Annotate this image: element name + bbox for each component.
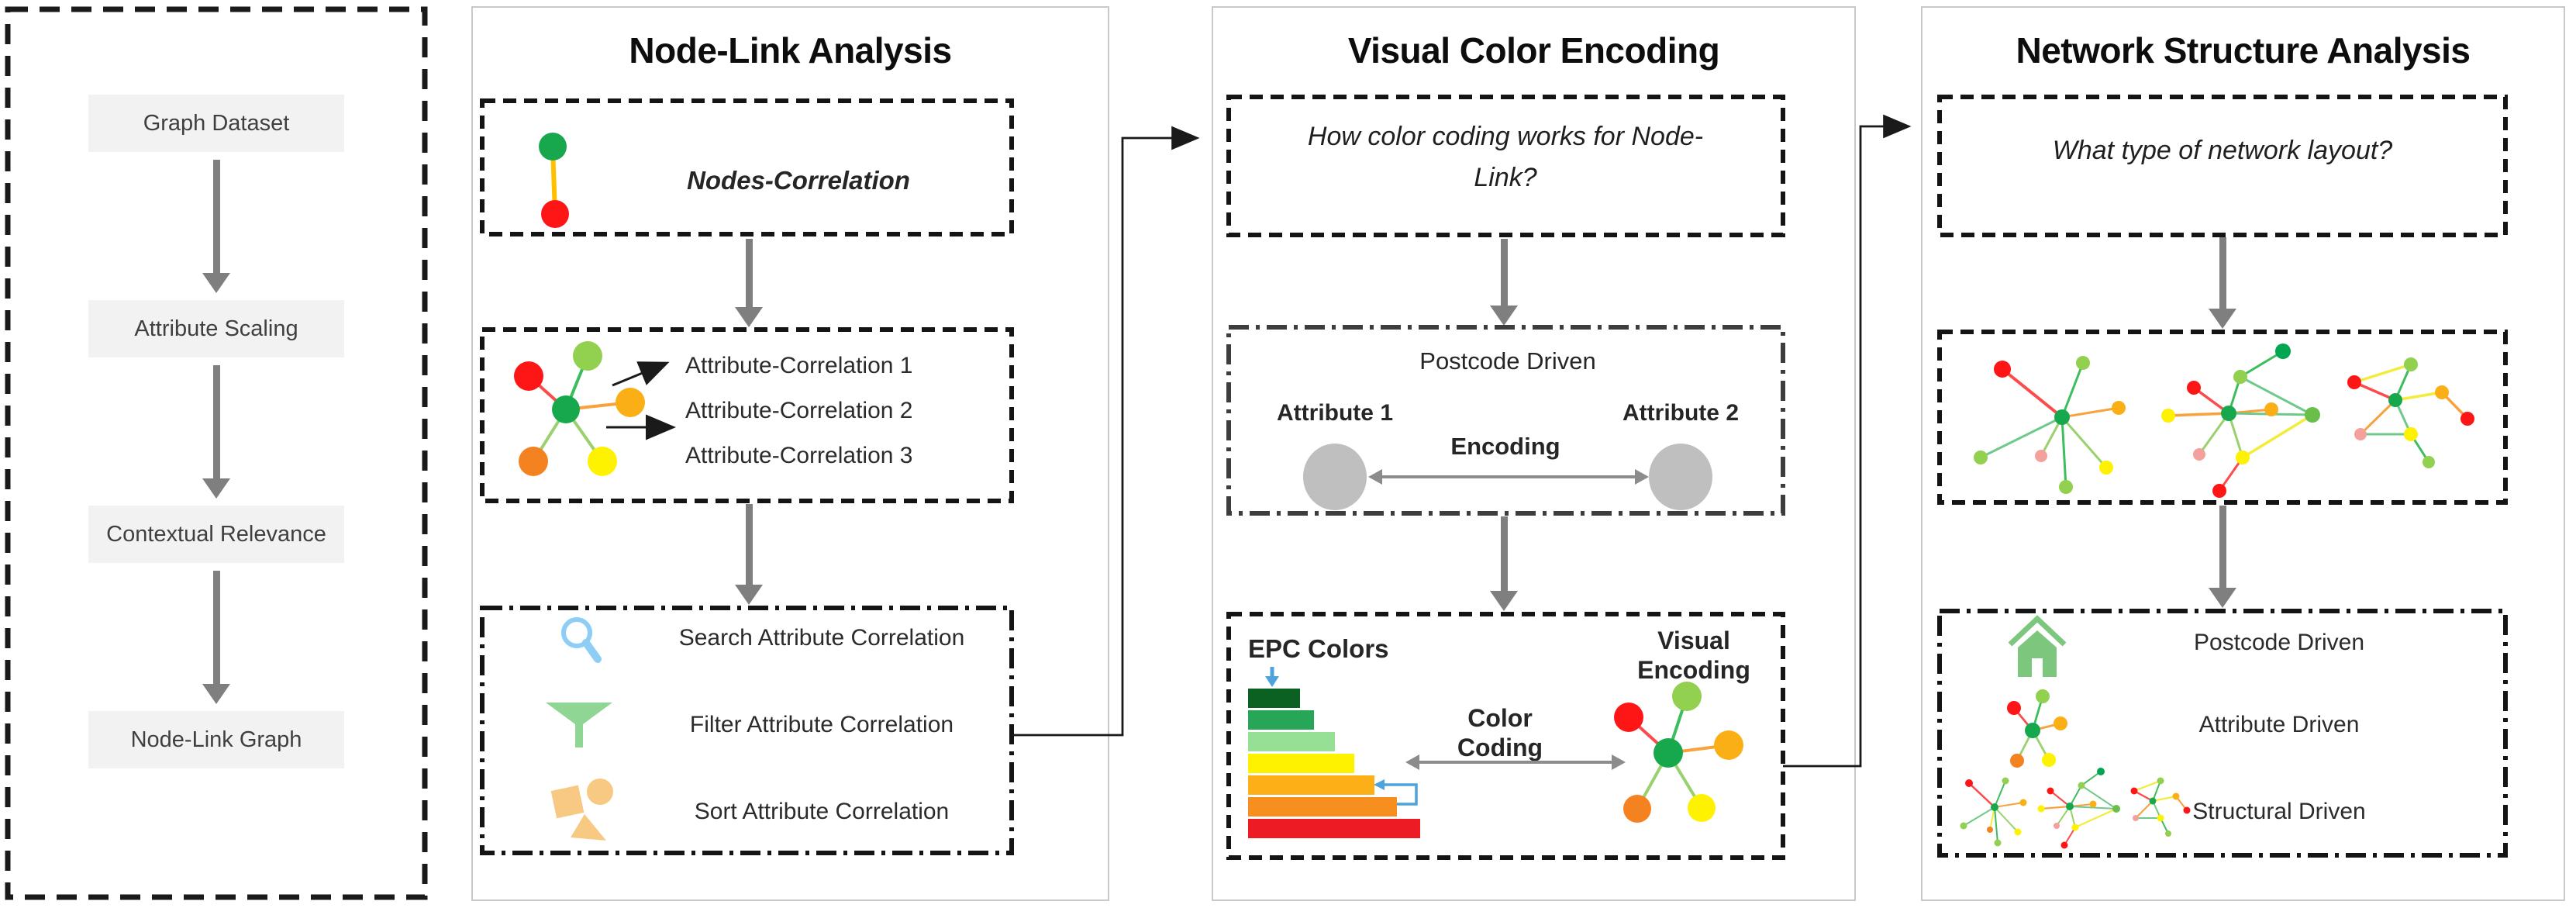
attribute-2-label: Attribute 2 [1623, 400, 1739, 426]
house-icon [2008, 615, 2067, 677]
blue-loop-arrow-icon [1374, 779, 1418, 806]
filter-icon [546, 703, 612, 747]
sort-attribute-correlation-label: Sort Attribute Correlation [694, 799, 950, 824]
visual-encoding-network-graphic [1614, 682, 1743, 823]
down-arrow-icon [202, 571, 230, 704]
postcode-driven-heading: Postcode Driven [1419, 347, 1596, 375]
center-green-node [1654, 738, 1683, 768]
yellow-node [1688, 794, 1716, 822]
orange-node [1623, 795, 1651, 823]
step-label: Node-Link Graph [130, 727, 302, 752]
epc-bar [1248, 732, 1335, 751]
attribute-1-label: Attribute 1 [1277, 400, 1393, 426]
amber-node [616, 388, 645, 417]
yellow-node [588, 447, 617, 476]
color-coding-question: How color coding works for Node-Link? [1307, 122, 1704, 192]
red-node [1614, 703, 1643, 732]
epc-bar [1248, 754, 1354, 773]
panel-title: Network Structure Analysis [2016, 30, 2471, 71]
step-label: Graph Dataset [143, 110, 290, 136]
panel-title: Node-Link Analysis [629, 30, 952, 71]
center-green-node [552, 395, 580, 423]
red-node [541, 200, 569, 228]
epc-colors-heading: EPC Colors [1248, 634, 1389, 663]
down-arrow-icon [2209, 506, 2236, 608]
nodes-correlation-label: Nodes-Correlation [687, 166, 910, 195]
orange-node [519, 447, 548, 476]
step-label: Contextual Relevance [106, 521, 326, 547]
epc-bar-chart [1248, 689, 1420, 841]
red-node [514, 361, 543, 391]
search-attribute-correlation-label: Search Attribute Correlation [678, 625, 965, 651]
step-attribute-scaling: Attribute Scaling [88, 300, 344, 357]
attribute-correlation-2: Attribute-Correlation 2 [685, 398, 913, 423]
down-arrow-icon [202, 365, 230, 499]
down-arrow-icon [735, 504, 763, 605]
structural-driven-networks-graphic [1960, 768, 2191, 849]
attribute-driven-network-graphic [2007, 689, 2067, 768]
search-icon [561, 617, 602, 663]
down-arrow-icon [1490, 516, 1518, 611]
down-arrow-icon [1490, 239, 1518, 326]
star-network-graphic [514, 341, 645, 476]
down-arrow-icon [735, 239, 763, 327]
light-green-node [1672, 682, 1702, 711]
pipeline-panel: Graph Dataset Attribute Scaling Contextu… [5, 6, 428, 900]
network-layouts-graphic [1974, 344, 2474, 498]
filter-attribute-correlation-label: Filter Attribute Correlation [689, 712, 954, 737]
attribute-1-ellipse [1303, 444, 1367, 510]
color-coding-label-line2: Coding [1457, 734, 1543, 761]
down-arrow-icon [2209, 237, 2236, 329]
epc-bar [1248, 689, 1300, 708]
blue-down-arrow-icon [1265, 667, 1279, 687]
visual-encoding-label-line2: Encoding [1637, 656, 1750, 684]
postcode-driven-item: Postcode Driven [2193, 630, 2365, 655]
green-node [539, 133, 567, 161]
network-layout-question: What type of network layout? [2052, 136, 2393, 165]
step-node-link-graph: Node-Link Graph [88, 711, 344, 768]
step-label: Attribute Scaling [134, 316, 298, 341]
light-green-node [573, 341, 602, 371]
node-pair-graphic [539, 133, 569, 228]
epc-bar [1248, 797, 1397, 817]
attribute-correlation-1: Attribute-Correlation 1 [685, 353, 913, 378]
amber-node [1714, 730, 1743, 760]
step-contextual-relevance: Contextual Relevance [88, 506, 344, 563]
attribute-correlation-3: Attribute-Correlation 3 [685, 443, 913, 468]
epc-bar [1248, 819, 1420, 838]
attribute-2-ellipse [1649, 444, 1712, 510]
color-coding-double-arrow-icon [1405, 754, 1626, 770]
structural-driven-item: Structural Driven [2192, 799, 2366, 824]
attribute-driven-item: Attribute Driven [2198, 712, 2360, 737]
step-graph-dataset: Graph Dataset [88, 95, 344, 152]
color-coding-label-line1: Color [1467, 704, 1533, 732]
encoding-double-arrow-icon [1368, 469, 1649, 485]
down-arrow-icon [202, 160, 230, 293]
epc-bar [1248, 710, 1314, 730]
panel-title: Visual Color Encoding [1347, 30, 1720, 71]
visual-encoding-label-line1: Visual [1657, 627, 1730, 654]
epc-bar [1248, 775, 1374, 795]
sort-icon [550, 779, 613, 841]
encoding-label: Encoding [1450, 433, 1560, 460]
